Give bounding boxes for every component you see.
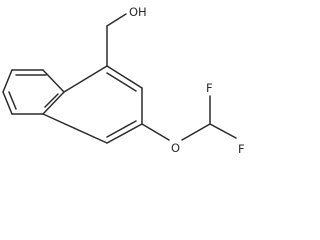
- bond-ch2-oh: [106, 13, 127, 27]
- hydroxyl-label: OH: [129, 5, 147, 19]
- difluoromethoxy-group: O F F: [141, 81, 245, 156]
- bond-c4a-c8a-inner: [44, 93, 59, 108]
- bond-c3-o: [141, 123, 170, 141]
- fluorine-lower-label: F: [238, 142, 245, 156]
- left-ring: [2, 69, 65, 115]
- bond-c7-c6: [2, 69, 13, 93]
- bond-c6-c5-inner: [8, 91, 17, 110]
- bond-c4a-c8a: [42, 91, 65, 115]
- bond-o-chf2: [181, 123, 211, 141]
- ether-oxygen-label: O: [171, 141, 180, 155]
- bond-c3-c4: [106, 123, 143, 144]
- bond-c4-c4a: [42, 113, 108, 144]
- fluorine-upper-label: F: [206, 81, 213, 95]
- structure-diagram: OH O F F: [2, 5, 245, 156]
- bond-c1-c2-inner: [106, 72, 137, 92]
- hydroxymethyl-group: OH: [106, 5, 147, 67]
- bond-c8a-c1: [63, 65, 108, 93]
- bond-c1-c2: [106, 65, 143, 89]
- right-ring: [42, 65, 143, 144]
- bond-c3-c4-inner: [106, 120, 137, 138]
- bond-c8a-c8: [42, 69, 65, 93]
- bond-c-f-lower: [209, 123, 237, 139]
- bond-c6-c5: [2, 91, 13, 115]
